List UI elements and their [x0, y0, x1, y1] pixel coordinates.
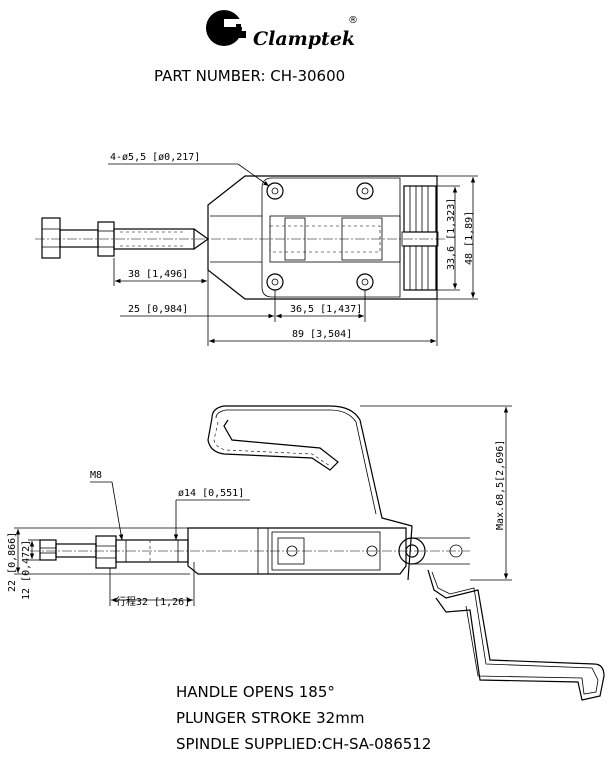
part-number: PART NUMBER: CH-30600: [154, 67, 345, 85]
dim-36-5-label: 36,5 [1,437]: [290, 304, 362, 315]
dim-max-label: Max.68,5[2,696]: [495, 440, 506, 530]
top-view: 4-ø5,5 [ø0,217] 33,6 [1,323] 48 [1,89] 3…: [35, 152, 478, 346]
dim-89-label: 89 [3,504]: [292, 329, 352, 340]
side-view: M8 ø14 [0,551] 行程32 [1,26] 22 [0,866] 12…: [7, 405, 605, 701]
dim-dia14-label: ø14 [0,551]: [178, 488, 244, 499]
notes: HANDLE OPENS 185° PLUNGER STROKE 32mm SP…: [176, 683, 431, 753]
dim-22-label: 22 [0,866]: [7, 532, 18, 592]
brand-name: Clamptek: [253, 28, 355, 50]
registered-mark: ®: [348, 15, 358, 26]
thread-label: M8: [90, 470, 102, 481]
clamptek-g-icon: [206, 10, 246, 46]
brand-logo: Clamptek ®: [206, 10, 358, 50]
dim-25-label: 25 [0,984]: [128, 304, 188, 315]
mounting-holes: [266, 182, 374, 291]
dim-stroke-label: 行程32 [1,26]: [116, 595, 190, 608]
dim-33-6-label: 33,6 [1,323]: [446, 198, 457, 270]
note-spindle-supplied: SPINDLE SUPPLIED:CH-SA-086512: [176, 735, 431, 753]
handle-grip: [401, 185, 439, 291]
dim-12-label: 12 [0,472]: [21, 540, 32, 600]
note-handle-opens: HANDLE OPENS 185°: [176, 683, 335, 701]
dim-48-label: 48 [1,89]: [464, 211, 475, 265]
dim-38-label: 38 [1,496]: [128, 269, 188, 280]
note-plunger-stroke: PLUNGER STROKE 32mm: [176, 709, 364, 727]
dim-holes-label: 4-ø5,5 [ø0,217]: [110, 152, 200, 163]
